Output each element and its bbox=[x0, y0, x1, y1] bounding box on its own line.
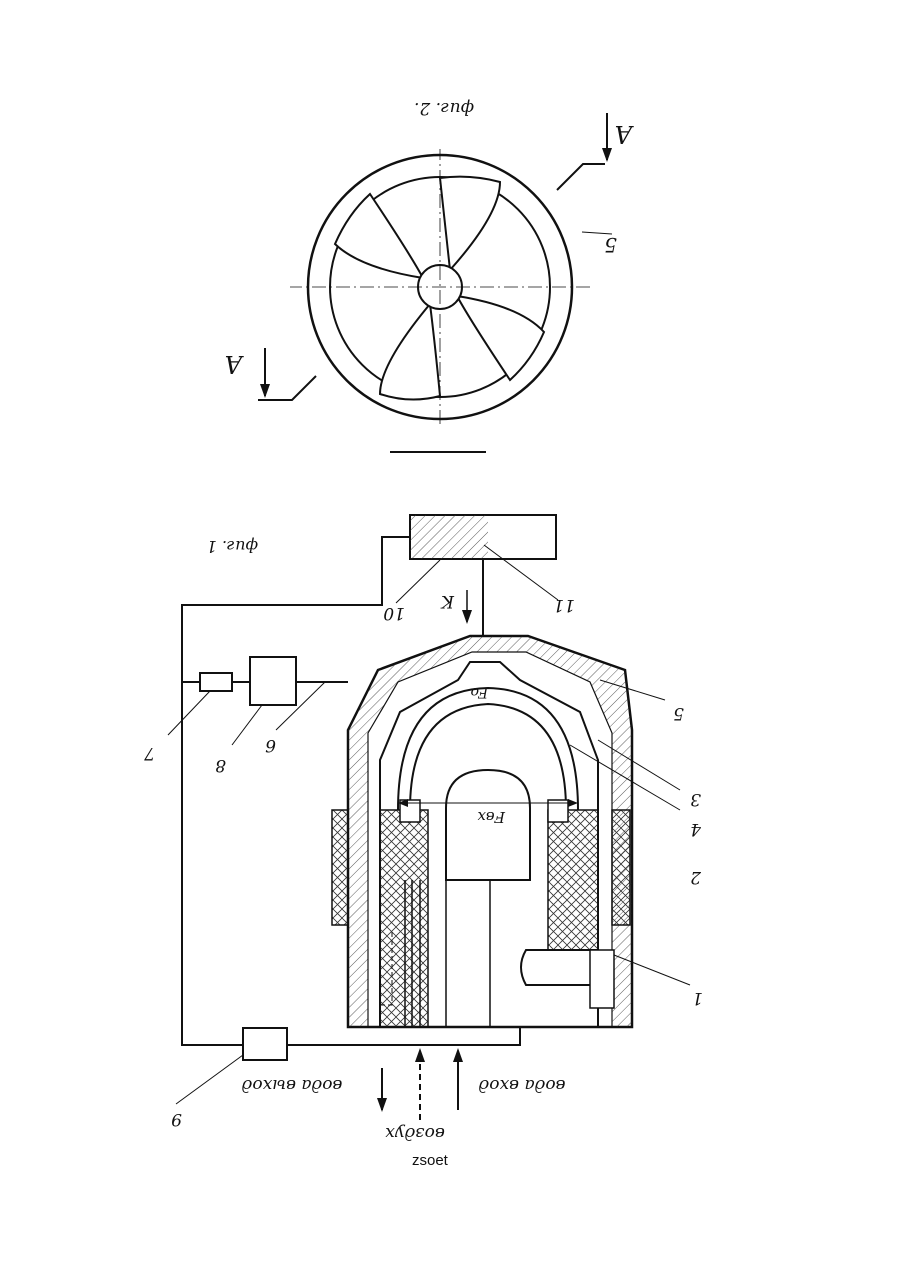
label-7: 7 bbox=[144, 743, 155, 763]
block-left-xhatch bbox=[380, 810, 428, 1027]
fig1-caption: фиг. 1 bbox=[207, 537, 258, 556]
label-k: K bbox=[440, 591, 455, 611]
figure-1: фиг. 1 10 11 K Fo Fвх 5 3 4 2 1 6 8 7 9 … bbox=[144, 515, 703, 1143]
blade-2 bbox=[335, 194, 423, 278]
water-pipe-riser bbox=[590, 950, 614, 1008]
label-11: 11 bbox=[553, 595, 575, 615]
label-5-fig2: 5 bbox=[604, 233, 617, 257]
wire-to-body bbox=[287, 1027, 520, 1045]
fig2-rotated-group bbox=[290, 149, 590, 424]
blade-3 bbox=[440, 177, 500, 270]
footer-code: zsoet bbox=[412, 1152, 448, 1169]
section-letter-a-bottom: A bbox=[225, 350, 244, 378]
label-fo: Fo bbox=[471, 684, 489, 700]
section-letter-a-top: A bbox=[615, 120, 634, 148]
block-right-xhatch bbox=[548, 810, 598, 950]
label-5-fig1: 5 bbox=[673, 703, 684, 723]
label-10: 10 bbox=[383, 603, 405, 623]
flow-label-water-in: вода вход bbox=[478, 1075, 565, 1095]
label-3: 3 bbox=[690, 789, 701, 809]
flow-label-water-out: вода выход bbox=[241, 1075, 342, 1095]
label-1: 1 bbox=[692, 988, 703, 1008]
blade-1 bbox=[380, 304, 440, 400]
label-4: 4 bbox=[690, 819, 702, 839]
block-7 bbox=[200, 673, 232, 691]
label-2: 2 bbox=[690, 867, 702, 887]
label-8: 8 bbox=[215, 755, 226, 775]
coil-left bbox=[332, 810, 348, 925]
label-6: 6 bbox=[265, 735, 276, 755]
box-10-hatch bbox=[410, 515, 488, 559]
water-pipe bbox=[521, 950, 598, 985]
blade-4 bbox=[457, 296, 544, 380]
flow-label-air: воздух bbox=[385, 1123, 445, 1143]
section-mark-top-right bbox=[557, 113, 612, 190]
fig2-caption: фиг. 2. bbox=[414, 98, 474, 118]
block-9 bbox=[243, 1028, 287, 1060]
figure-2: A A 5 фиг. 2. bbox=[225, 98, 634, 452]
section-mark-bottom-left bbox=[258, 348, 316, 400]
coil-right bbox=[612, 810, 630, 925]
label-fvx: Fвх bbox=[477, 808, 506, 826]
block-8 bbox=[250, 657, 296, 705]
label-9: 9 bbox=[171, 1109, 182, 1129]
